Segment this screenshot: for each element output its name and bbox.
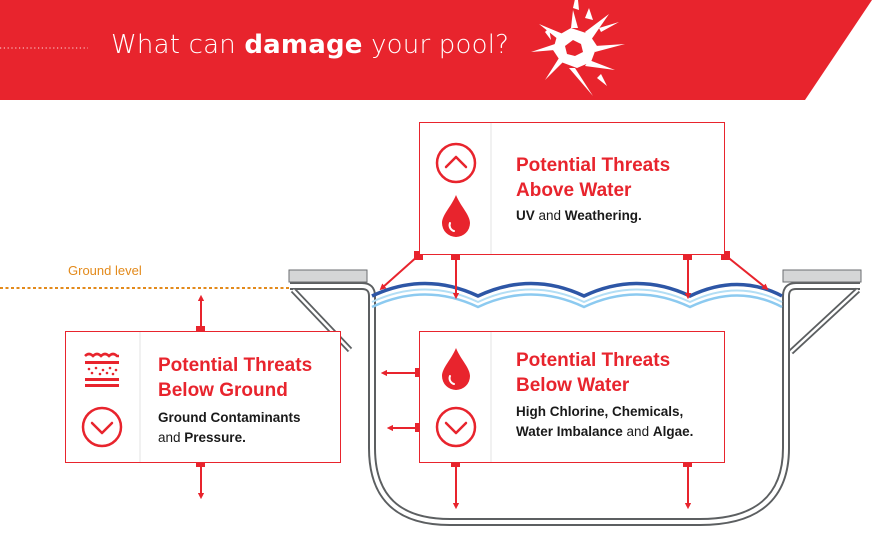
title-line-2: Below Ground <box>158 380 288 401</box>
ground-level-label: Ground level <box>68 263 142 278</box>
desc-text-run: Ground Contaminants <box>158 410 301 425</box>
title-line-1: Potential Threats <box>158 355 313 376</box>
chevron-up-icon <box>435 142 477 184</box>
card-description: UV and Weathering. <box>516 206 642 226</box>
title-line-1: Potential Threats <box>516 350 671 371</box>
header-banner <box>0 0 872 100</box>
desc-line-2: Water Imbalance and Algae. <box>516 422 693 442</box>
card-title: Potential Threats Above Water <box>516 153 670 203</box>
desc-text-run: and <box>622 424 653 439</box>
desc-text-run: Weathering. <box>564 208 642 223</box>
chevron-down-icon <box>81 406 123 448</box>
title-line-2: Below Water <box>516 375 630 396</box>
left-coping <box>288 269 368 283</box>
page-title: What can damage your pool? <box>111 30 509 60</box>
desc-text-run: Algae. <box>652 424 694 439</box>
desc-text-run: UV <box>516 208 535 223</box>
desc-line-1: Ground Contaminants <box>158 408 301 428</box>
water-surface <box>371 281 783 309</box>
desc-line-1: High Chlorine, Chemicals, <box>516 402 693 422</box>
desc-text-run: High Chlorine, Chemicals, <box>516 404 684 419</box>
card-description: High Chlorine, Chemicals, Water Imbalanc… <box>516 402 693 442</box>
right-coping <box>782 269 862 283</box>
title-suffix: your pool? <box>362 30 510 60</box>
desc-text-run: and <box>534 208 565 223</box>
desc-line-2: and Pressure. <box>158 428 301 448</box>
card-below-ground: Potential Threats Below Ground Ground Co… <box>65 331 341 463</box>
desc-text-run: Water Imbalance <box>516 424 623 439</box>
title-prefix: What can <box>111 30 245 60</box>
desc-text-run: Pressure. <box>184 430 246 445</box>
title-line-2: Above Water <box>516 180 632 201</box>
title-bold: damage <box>244 30 363 60</box>
card-below-water: Potential Threats Below Water High Chlor… <box>419 331 725 463</box>
water-drop-icon <box>442 195 470 237</box>
card-description: Ground Contaminants and Pressure. <box>158 408 301 448</box>
chevron-down-icon <box>435 406 477 448</box>
title-line-1: Potential Threats <box>516 155 671 176</box>
card-above-water: Potential Threats Above Water UV and Wea… <box>419 122 725 255</box>
soil-layers-icon <box>84 352 119 387</box>
water-drop-icon <box>442 348 470 390</box>
card-title: Potential Threats Below Ground <box>158 353 312 403</box>
card-title: Potential Threats Below Water <box>516 348 670 398</box>
crack-burst-icon <box>531 0 625 96</box>
desc-text-run: and <box>158 430 185 445</box>
